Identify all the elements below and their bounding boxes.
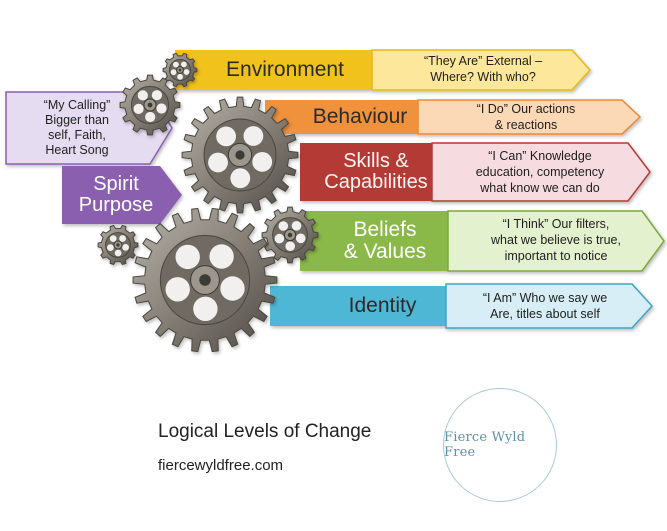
large-gear-lower-icon	[132, 207, 278, 353]
behaviour-arrow	[265, 99, 642, 135]
behaviour-desc-line-2: & reactions	[494, 118, 558, 132]
small-gear-top-icon	[162, 52, 198, 88]
environment-arrow	[175, 49, 592, 91]
behaviour-desc: “I Do” Our actions & reactions	[430, 101, 622, 133]
beliefs-desc-line-1: “I Think” Our filters,	[502, 217, 610, 231]
identity-title: Identity	[348, 293, 417, 317]
caption-title: Logical Levels of Change	[158, 421, 372, 442]
skills-title: Skills & Capabilities	[324, 150, 428, 193]
small-gear-right-icon	[261, 206, 319, 264]
skills-arrow	[300, 142, 651, 202]
environment-title: Environment	[226, 57, 344, 81]
environment-desc-line-2: Where? With who?	[430, 70, 536, 84]
behaviour-desc-line-1: “I Do” Our actions	[476, 102, 576, 116]
spirit-desc: “My Calling” Bigger than self, Faith, He…	[43, 98, 111, 157]
skills-desc-line-3: what know we can do	[480, 181, 600, 195]
behaviour-title: Behaviour	[312, 104, 408, 128]
identity-desc-line-1: “I Am” Who we say we	[482, 291, 608, 305]
caption-url: fiercewyldfree.com	[158, 457, 284, 474]
identity-arrow	[270, 283, 654, 329]
medium-gear-left-icon	[119, 74, 181, 136]
identity-desc-line-2: Are, titles about self	[490, 307, 600, 321]
spirit-title: Spirit Purpose	[78, 173, 154, 216]
skills-desc: “I Can” Knowledge education, competency …	[445, 148, 635, 196]
environment-desc: “They Are” External – Where? With who?	[388, 53, 578, 85]
identity-desc: “I Am” Who we say we Are, titles about s…	[455, 290, 635, 322]
fierce-wyld-free-logo: Fierce Wyld Free	[443, 388, 557, 502]
beliefs-desc-line-2: what we believe is true,	[491, 233, 621, 247]
environment-desc-line-1: “They Are” External –	[423, 54, 543, 68]
beliefs-desc-line-3: important to notice	[504, 249, 608, 263]
skills-desc-line-2: education, competency	[475, 165, 605, 179]
small-gear-lower-left-icon	[97, 224, 139, 266]
beliefs-title: Beliefs & Values	[343, 217, 427, 263]
logo-text: Fierce Wyld Free	[444, 430, 526, 460]
beliefs-desc: “I Think” Our filters, what we believe i…	[460, 216, 652, 264]
large-gear-upper-icon	[181, 96, 299, 214]
beliefs-arrow	[300, 210, 665, 272]
skills-desc-line-1: “I Can” Knowledge	[488, 149, 592, 163]
gear-cluster	[97, 52, 319, 353]
